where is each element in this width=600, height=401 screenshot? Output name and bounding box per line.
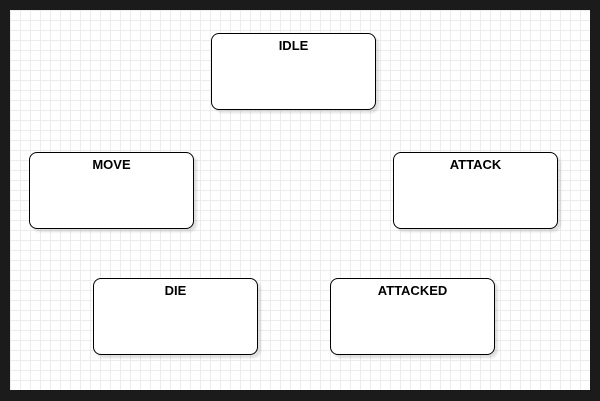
state-box-attacked[interactable]: ATTACKED: [330, 278, 495, 355]
diagram-canvas: IDLE MOVE ATTACK DIE ATTACKED: [10, 10, 590, 390]
state-box-idle[interactable]: IDLE: [211, 33, 376, 110]
state-label-attacked: ATTACKED: [377, 283, 448, 298]
state-label-die: DIE: [164, 283, 187, 298]
state-label-idle: IDLE: [278, 38, 309, 53]
state-label-attack: ATTACK: [449, 157, 502, 172]
state-box-attack[interactable]: ATTACK: [393, 152, 558, 229]
state-box-die[interactable]: DIE: [93, 278, 258, 355]
state-box-move[interactable]: MOVE: [29, 152, 194, 229]
state-label-move: MOVE: [92, 157, 131, 172]
